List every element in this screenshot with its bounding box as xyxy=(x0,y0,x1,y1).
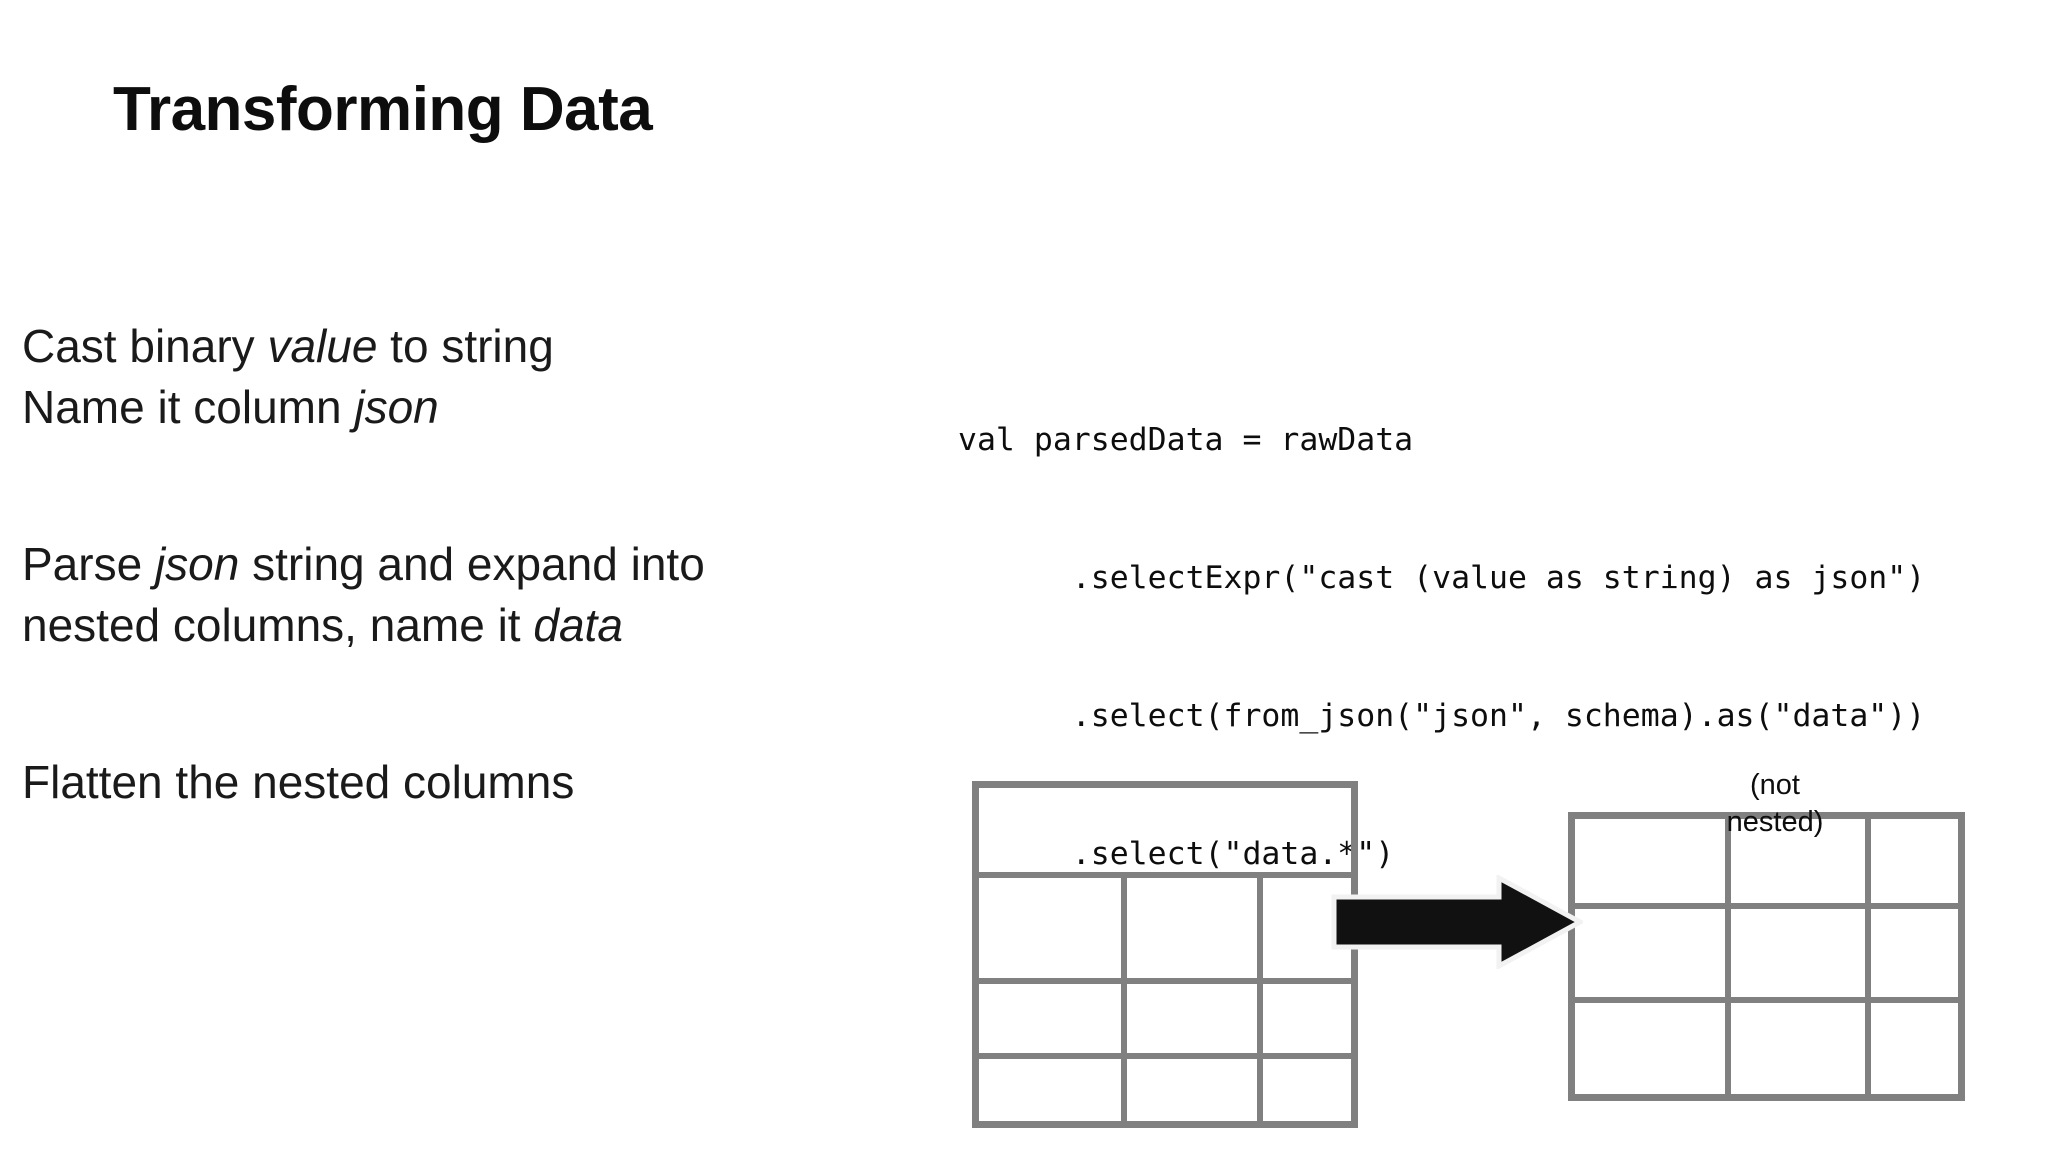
bullet-text: to string xyxy=(377,320,554,372)
bullet-emphasis-json: json xyxy=(354,380,439,433)
page-title: Transforming Data xyxy=(113,75,653,144)
bullet-block-flatten: Flatten the nested columns xyxy=(22,752,574,813)
bullet-line-parse-json: Parse json string and expand into xyxy=(22,534,705,595)
bullet-line-name-json: Name it column json xyxy=(22,377,554,438)
code-line-1: val parsedData = rawData xyxy=(958,422,1414,458)
bullet-emphasis-json: json xyxy=(154,538,240,590)
nested-table-row-divider-3 xyxy=(979,1053,1351,1059)
bullet-text: string and expand into xyxy=(239,538,705,590)
code-snippet: val parsedData = rawData .selectExpr("ca… xyxy=(958,325,1925,969)
code-line-2: .selectExpr("cast (value as string) as j… xyxy=(958,560,1926,596)
nested-table-row-divider-2 xyxy=(979,978,1351,984)
bullet-block-cast: Cast binary value to string Name it colu… xyxy=(22,316,554,437)
code-line-4: .select("data.*") xyxy=(958,836,1395,872)
bullet-emphasis-value: value xyxy=(267,320,378,372)
bullet-block-parse: Parse json string and expand into nested… xyxy=(22,534,705,655)
bullet-line-nested-columns: nested columns, name it data xyxy=(22,595,705,656)
bullet-line-flatten: Flatten the nested columns xyxy=(22,752,574,813)
bullet-text: Cast binary xyxy=(22,320,268,372)
code-line-3: .select(from_json("json", schema).as("da… xyxy=(958,698,1926,734)
bullet-line-cast-value: Cast binary value to string xyxy=(22,316,554,377)
flat-table-row-divider-2 xyxy=(1575,997,1958,1003)
bullet-emphasis-data: data xyxy=(533,598,623,651)
bullet-text: nested columns, name it xyxy=(22,598,534,651)
bullet-text: Name it column xyxy=(22,380,355,433)
bullet-text: Parse xyxy=(22,538,155,590)
bullet-text: Flatten the nested columns xyxy=(22,756,575,808)
